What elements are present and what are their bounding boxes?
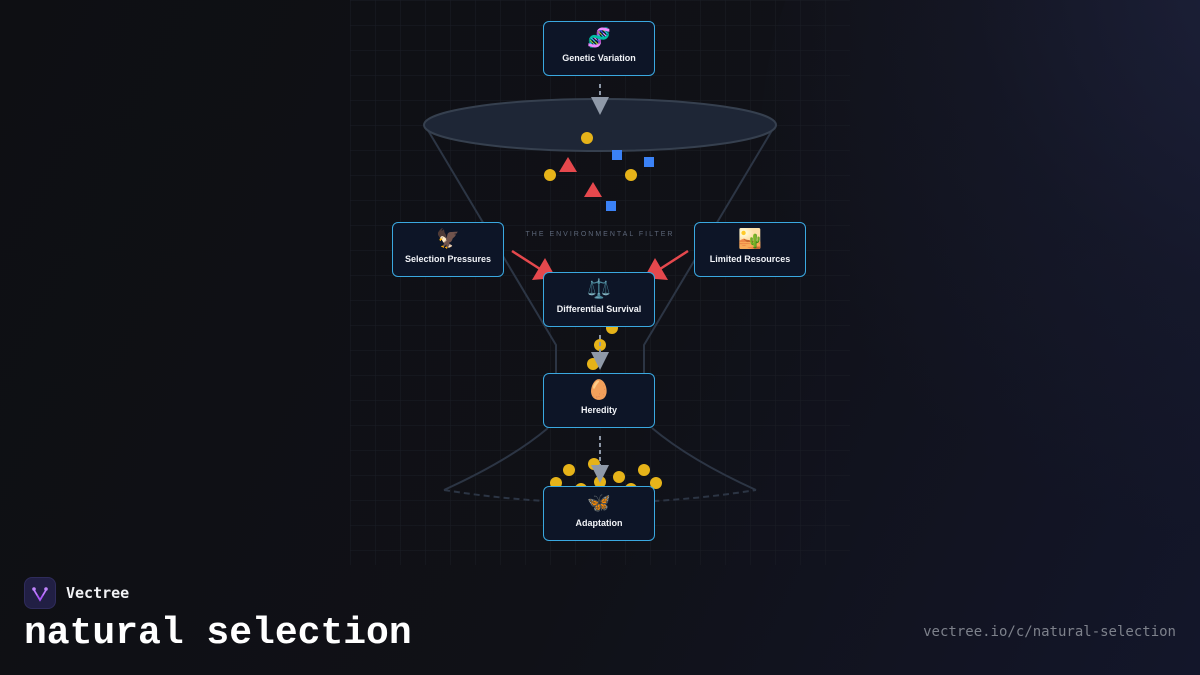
balance-scale-icon: ⚖️ xyxy=(587,278,611,300)
node-label: Adaptation xyxy=(575,518,623,528)
pressure-arrow-right xyxy=(659,249,689,271)
node-label: Heredity xyxy=(580,405,617,415)
dna-icon: 🧬 xyxy=(587,27,611,49)
particle-circle xyxy=(613,471,625,483)
funnel-left-wall xyxy=(425,126,557,376)
node-label: Selection Pressures xyxy=(404,254,492,264)
flow-arrowheads xyxy=(591,97,609,483)
node-genetic-variation[interactable]: 🧬 Genetic Variation xyxy=(543,21,655,76)
pressure-arrow-left xyxy=(511,249,541,271)
flow-arrowhead xyxy=(591,97,609,115)
particle-circle xyxy=(625,169,637,181)
node-limited-resources[interactable]: 🏜️ Limited Resources xyxy=(694,222,806,277)
node-adaptation[interactable]: 🦋 Adaptation xyxy=(543,486,655,541)
node-label: Genetic Variation xyxy=(562,53,636,63)
eagle-icon: 🦅 xyxy=(436,228,460,250)
particle-triangle xyxy=(559,157,577,172)
funnel-left-flare xyxy=(443,427,549,491)
funnel-right-flare xyxy=(651,427,757,491)
particle-triangle xyxy=(584,182,602,197)
flow-arrowhead xyxy=(591,465,609,483)
egg-icon: 🥚 xyxy=(587,379,611,401)
particle-circle xyxy=(544,169,556,181)
butterfly-icon: 🦋 xyxy=(587,492,611,514)
node-heredity[interactable]: 🥚 Heredity xyxy=(543,373,655,428)
node-selection-pressures[interactable]: 🦅 Selection Pressures xyxy=(392,222,504,277)
node-label: Differential Survival xyxy=(556,304,642,314)
funnel-outline xyxy=(425,126,775,504)
page-title: natural selection xyxy=(24,612,412,655)
particle-circle xyxy=(638,464,650,476)
desert-icon: 🏜️ xyxy=(738,228,762,250)
particle-circle xyxy=(563,464,575,476)
node-differential-survival[interactable]: ⚖️ Differential Survival xyxy=(543,272,655,327)
particle-square xyxy=(644,157,654,167)
brand-name: Vectree xyxy=(66,584,130,602)
particle-circle xyxy=(581,132,593,144)
environmental-filter-label: THE ENVIRONMENTAL FILTER xyxy=(525,231,675,238)
funnel-bottom-rim xyxy=(443,489,757,504)
vectree-logo-icon xyxy=(24,577,56,609)
funnel-right-wall xyxy=(643,126,775,376)
node-label: Limited Resources xyxy=(709,254,791,264)
page-url[interactable]: vectree.io/c/natural-selection xyxy=(923,624,1176,640)
particle-square xyxy=(612,150,622,160)
particle-square xyxy=(606,201,616,211)
flow-arrowhead xyxy=(591,352,609,370)
particle-circle xyxy=(650,477,662,489)
